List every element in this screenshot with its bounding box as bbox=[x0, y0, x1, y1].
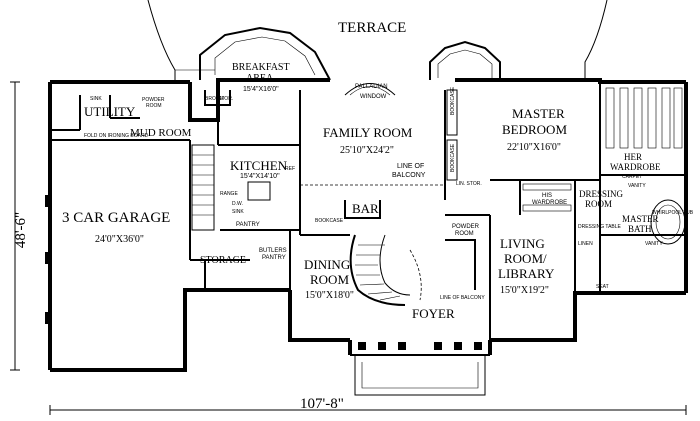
garage-size: 24'0"X36'0" bbox=[95, 234, 144, 245]
vanity-note-lower: VANITY bbox=[645, 241, 663, 247]
breakfast-bay bbox=[199, 26, 331, 81]
living-label-2: ROOM/ bbox=[504, 251, 547, 266]
kitchen-stair bbox=[191, 144, 215, 231]
breakfast-label-2: AREA bbox=[246, 73, 274, 84]
kitchen-size: 15'4"X14'10" bbox=[240, 173, 280, 180]
dressing-label-2: ROOM bbox=[585, 199, 612, 209]
family-room-label: FAMILY ROOM bbox=[323, 125, 413, 140]
terrace-label: TERRACE bbox=[338, 20, 406, 36]
palladian-label-2: WINDOW bbox=[360, 94, 387, 100]
interior-walls bbox=[50, 82, 686, 340]
her-wardrobe-label-1: HER bbox=[624, 152, 642, 162]
utility-label: UTILITY bbox=[84, 104, 136, 119]
dining-label-2: ROOM bbox=[310, 272, 349, 287]
master-bedroom-label-2: BEDROOM bbox=[502, 122, 567, 137]
master-bedroom-label-1: MASTER bbox=[512, 106, 565, 121]
sink-note: SINK bbox=[90, 96, 102, 102]
storage-label: STORAGE bbox=[200, 255, 246, 266]
powder-upper-label-2: ROOM bbox=[146, 103, 162, 109]
balcony-note-1: LINE OF bbox=[397, 163, 424, 170]
balcony-note-small: LINE OF BALCONY bbox=[440, 295, 485, 301]
powder-lower-label-1: POWDER bbox=[452, 224, 480, 230]
garage-doors bbox=[45, 195, 51, 324]
palladian-window bbox=[344, 83, 396, 96]
her-wardrobe-label-2: WARDROBE bbox=[610, 162, 661, 172]
seat-note: SEAT bbox=[596, 284, 609, 290]
dressing-label-1: DRESSING bbox=[579, 189, 624, 199]
linen-note: LINEN bbox=[578, 241, 593, 247]
lin-stor-note: LIN. STOR. bbox=[456, 181, 482, 187]
master-bath-label-1: MASTER bbox=[622, 214, 659, 224]
whirlpool-note: WHIRLPOOL TUB bbox=[652, 210, 694, 216]
kitchen-label: KITCHEN bbox=[230, 158, 288, 173]
his-wardrobe-label-2: WARDROBE bbox=[532, 200, 567, 206]
his-wardrobe-shelving bbox=[522, 183, 572, 212]
curved-stair bbox=[349, 234, 422, 306]
dw-note: D.W. bbox=[232, 201, 243, 207]
butlers-label-1: BUTLERS bbox=[259, 248, 287, 254]
range-note: RANGE bbox=[220, 191, 238, 197]
powder-lower-label-2: ROOM bbox=[455, 231, 474, 237]
dining-size: 15'0"X18'0" bbox=[305, 290, 354, 301]
powder-upper-label-1: POWDER bbox=[142, 97, 165, 103]
carpet-note: CARPET bbox=[622, 174, 642, 180]
balcony-note-2: BALCONY bbox=[392, 172, 426, 179]
master-bedroom-size: 22'10"X16'0" bbox=[507, 142, 561, 153]
bookcase-note-mid: BOOKCASE bbox=[450, 143, 456, 172]
living-label-3: LIBRARY bbox=[498, 266, 555, 281]
master-bath-label-2: BATH bbox=[628, 224, 652, 234]
bookcase-note-lower: BOOKCASE bbox=[315, 218, 344, 224]
terrace-outline bbox=[147, 0, 608, 80]
breakfast-size: 15'4"X16'0" bbox=[243, 86, 279, 93]
his-wardrobe-label-1: HIS bbox=[542, 193, 552, 199]
broom-note: BROOM bbox=[205, 96, 224, 102]
bar-label: BAR bbox=[352, 201, 379, 216]
kitchen-island bbox=[247, 181, 271, 201]
whirlpool-tub bbox=[650, 199, 686, 245]
mud-room-label: MUD ROOM bbox=[130, 127, 192, 139]
living-label-1: LIVING bbox=[500, 236, 545, 251]
stor-note: STOR. bbox=[218, 96, 233, 102]
ref-note: REF bbox=[285, 166, 295, 172]
garage-label: 3 CAR GARAGE bbox=[62, 210, 170, 226]
butlers-label-2: PANTRY bbox=[262, 255, 286, 261]
pantry-label: PANTRY bbox=[236, 222, 260, 228]
foyer-label: FOYER bbox=[412, 306, 455, 321]
her-wardrobe-shelving bbox=[605, 87, 683, 149]
dimension-lines bbox=[10, 81, 687, 415]
entrance-porch bbox=[350, 342, 490, 396]
palladian-label-1: PALLADIAN bbox=[355, 84, 388, 90]
right-bay bbox=[429, 40, 501, 80]
living-size: 15'0"X19'2" bbox=[500, 285, 549, 296]
kitchen-sink-note: SINK bbox=[232, 209, 244, 215]
family-room-size: 25'10"X24'2" bbox=[340, 145, 394, 156]
dressing-table-note: DRESSING TABLE bbox=[578, 224, 622, 230]
ironing-note: FOLD ON IRONING BOARD bbox=[84, 133, 149, 139]
dining-label-1: DINING bbox=[304, 257, 350, 272]
depth-dimension: 48'-6" bbox=[13, 212, 29, 248]
bookcase-note-upper: BOOKCASE bbox=[450, 86, 456, 115]
vanity-note-upper: VANITY bbox=[628, 183, 646, 189]
breakfast-label-1: BREAKFAST bbox=[232, 62, 290, 73]
width-dimension: 107'-8" bbox=[300, 396, 344, 412]
